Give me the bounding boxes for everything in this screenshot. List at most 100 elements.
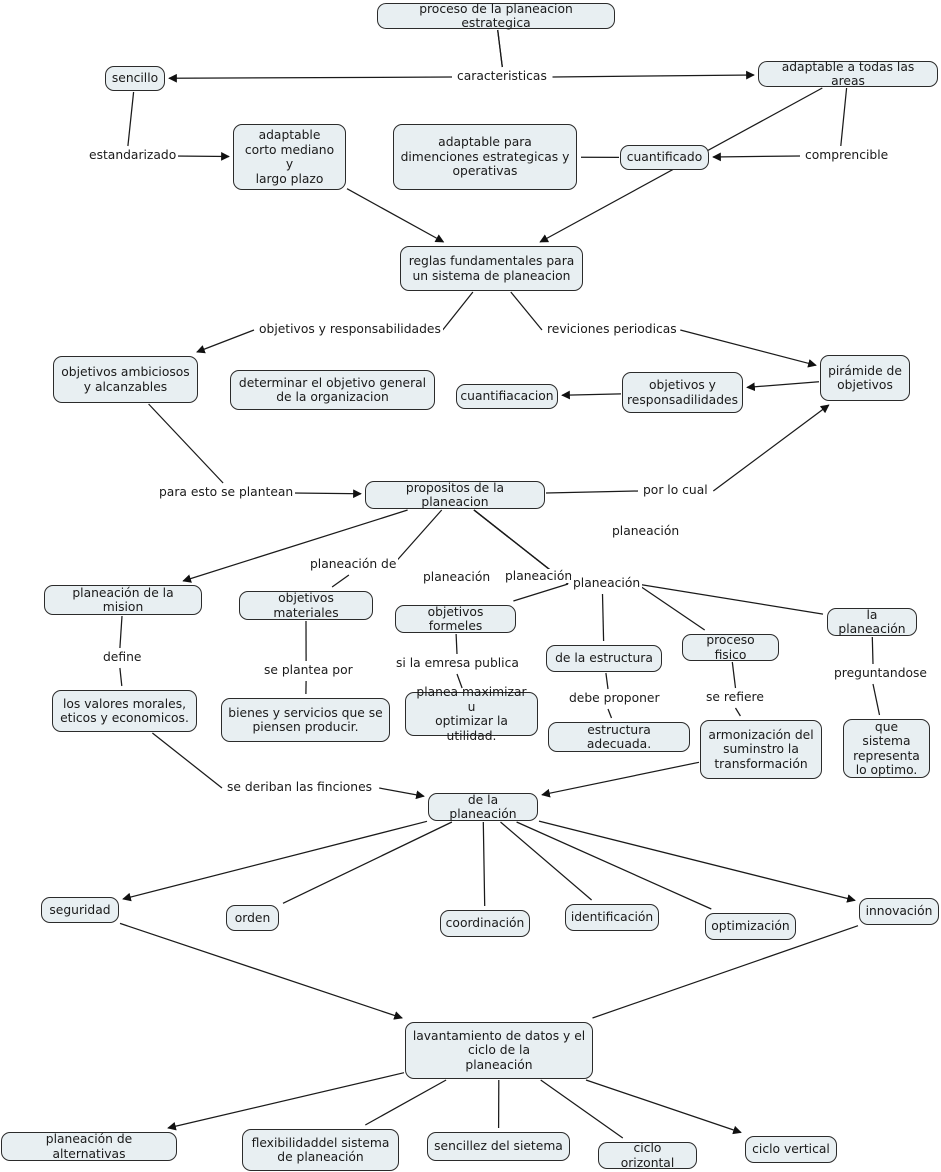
edge-line bbox=[516, 821, 712, 910]
concept-node[interactable]: proceso fisico bbox=[682, 633, 779, 662]
edge-line bbox=[119, 615, 123, 649]
edge-line bbox=[746, 381, 820, 392]
edge-label: planeación bbox=[571, 576, 643, 591]
edge-line bbox=[510, 291, 543, 331]
concept-node-label: bienes y servicios que se piensen produc… bbox=[228, 705, 383, 735]
edge-label: planeación bbox=[610, 524, 682, 539]
concept-node[interactable]: pirámide de objetivos bbox=[820, 355, 910, 401]
concept-node[interactable]: seguridad bbox=[41, 897, 119, 923]
edge-label: se deriban las finciones bbox=[225, 780, 375, 795]
edge-label: estandarizado bbox=[87, 148, 179, 163]
concept-node-label: los valores morales, eticos y economicos… bbox=[60, 696, 189, 726]
concept-node[interactable]: ciclo vertical bbox=[745, 1136, 837, 1163]
concept-node[interactable]: optimización bbox=[705, 913, 796, 940]
concept-node-label: innovación bbox=[865, 904, 933, 919]
concept-node[interactable]: planea maximizar u optimizar la utilidad… bbox=[405, 685, 538, 743]
concept-node-label: determinar el objetivo general de la org… bbox=[238, 375, 427, 405]
concept-node-label: estructura adecuada. bbox=[586, 722, 652, 752]
concept-node[interactable]: objetivos ambiciosos y alcanzables bbox=[53, 356, 198, 403]
edge-line bbox=[127, 91, 135, 147]
edge-line bbox=[601, 593, 605, 642]
concept-node[interactable]: bienes y servicios que se piensen produc… bbox=[221, 698, 390, 742]
concept-node-label: objetivos formeles bbox=[427, 604, 484, 634]
concept-node[interactable]: objetivos formeles bbox=[395, 605, 516, 633]
edge-line bbox=[168, 73, 453, 83]
concept-node[interactable]: innovación bbox=[859, 898, 939, 925]
concept-node-label: planea maximizar u optimizar la utilidad… bbox=[416, 685, 527, 743]
concept-node[interactable]: propositos de la planeacion bbox=[365, 481, 545, 509]
edge-line bbox=[871, 636, 874, 665]
concept-node-label: planeación de la mision bbox=[72, 585, 174, 615]
concept-node[interactable]: sencillo bbox=[105, 66, 165, 91]
concept-node-label: adaptable a todas las areas bbox=[781, 59, 915, 89]
concept-node-label: propositos de la planeacion bbox=[405, 480, 505, 510]
concept-node-label: cuantificado bbox=[626, 150, 703, 165]
concept-node-label: sencillo bbox=[111, 71, 159, 86]
concept-node[interactable]: objetivos materiales bbox=[239, 591, 373, 620]
edge-line bbox=[119, 922, 403, 1020]
concept-node[interactable]: lavantamiento de datos y el ciclo de la … bbox=[405, 1022, 593, 1079]
concept-node[interactable]: planeación de alternativas bbox=[1, 1132, 177, 1161]
concept-node[interactable]: estructura adecuada. bbox=[548, 722, 690, 752]
edge-line bbox=[455, 633, 458, 655]
concept-node[interactable]: de la planeación bbox=[428, 793, 538, 821]
concept-node[interactable]: adaptable corto mediano y largo plazo bbox=[233, 124, 346, 190]
concept-node[interactable]: armonización del suminstro la transforma… bbox=[700, 720, 822, 779]
concept-node-label: de la planeación bbox=[449, 792, 517, 822]
concept-node[interactable]: proceso de la planeacion estrategica bbox=[377, 2, 615, 30]
edge-line bbox=[364, 1079, 447, 1126]
concept-node[interactable]: los valores morales, eticos y economicos… bbox=[52, 690, 197, 732]
concept-node[interactable]: la planeación bbox=[827, 608, 917, 636]
concept-node[interactable]: reglas fundamentales para un sistema de … bbox=[400, 246, 583, 291]
edge-line bbox=[497, 29, 503, 68]
edge-line bbox=[442, 291, 474, 331]
edge-label: reviciones periodicas bbox=[545, 322, 679, 337]
edge-label: debe proponer bbox=[567, 691, 662, 706]
concept-node-label: adaptable para dimenciones estrategicas … bbox=[400, 135, 570, 179]
edge-label: caracteristicas bbox=[455, 69, 549, 84]
edge-line bbox=[500, 821, 593, 901]
concept-node-label: coordinación bbox=[445, 916, 525, 931]
concept-node[interactable]: coordinación bbox=[440, 910, 530, 937]
concept-node-label: adaptable corto mediano y largo plazo bbox=[244, 128, 335, 186]
edge-label: define bbox=[101, 650, 144, 665]
concept-node[interactable]: determinar el objetivo general de la org… bbox=[230, 370, 435, 410]
concept-node[interactable]: objetivos y responsadilidades bbox=[622, 372, 743, 413]
edge-line bbox=[292, 489, 362, 499]
concept-node-label: sencillez del sietema bbox=[434, 1139, 563, 1154]
concept-node[interactable]: de la estructura bbox=[546, 645, 662, 672]
concept-node[interactable]: cuantifiacacion bbox=[456, 384, 558, 409]
edge-line bbox=[605, 672, 609, 690]
concept-node[interactable]: planeación de la mision bbox=[44, 585, 202, 615]
edge-line bbox=[482, 821, 486, 907]
concept-node[interactable]: flexibilidaddel sistema de planeación bbox=[242, 1129, 399, 1171]
edge-line bbox=[152, 732, 223, 789]
concept-node-label: reglas fundamentales para un sistema de … bbox=[408, 254, 575, 283]
edge-line bbox=[680, 329, 817, 368]
concept-node[interactable]: orden bbox=[226, 905, 279, 931]
edge-line bbox=[282, 821, 453, 904]
edge-label: planeación bbox=[421, 570, 493, 585]
edge-line bbox=[122, 820, 428, 902]
concept-node[interactable]: cuantificado bbox=[620, 145, 709, 170]
edge-label: objetivos y responsabilidades bbox=[257, 322, 443, 337]
concept-node[interactable]: que sistema representa lo optimo. bbox=[843, 719, 930, 778]
concept-node[interactable]: ciclo orizontal bbox=[598, 1141, 697, 1170]
edge-line bbox=[196, 329, 255, 354]
edge-label: se refiere bbox=[704, 690, 766, 705]
concept-node-label: flexibilidaddel sistema de planeación bbox=[251, 1135, 390, 1165]
concept-node[interactable]: identificación bbox=[565, 904, 659, 931]
edge-label: preguntandose bbox=[832, 666, 930, 681]
concept-node-label: ciclo orizontal bbox=[620, 1141, 675, 1170]
edge-label: planeación de bbox=[308, 557, 399, 572]
edge-line bbox=[712, 404, 830, 492]
edge-line bbox=[585, 1079, 742, 1135]
edge-line bbox=[541, 761, 700, 798]
concept-node-label: orden bbox=[234, 910, 271, 925]
concept-node[interactable]: sencillez del sietema bbox=[427, 1132, 570, 1161]
concept-node[interactable]: adaptable para dimenciones estrategicas … bbox=[393, 124, 577, 190]
edge-label: por lo cual bbox=[641, 483, 710, 498]
concept-node[interactable]: adaptable a todas las areas bbox=[758, 59, 938, 89]
edge-line bbox=[734, 707, 741, 717]
